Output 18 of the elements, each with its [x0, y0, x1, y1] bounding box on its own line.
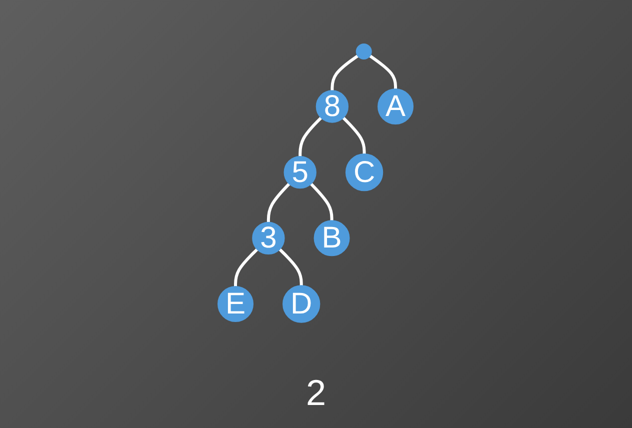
node-caption: 2: [306, 372, 326, 415]
node-circle: [356, 43, 372, 60]
node-circle: B: [314, 220, 350, 256]
connector: [279, 248, 304, 286]
connector: [342, 116, 366, 154]
node-circle: 3: [252, 222, 286, 254]
node-circle: A: [378, 88, 414, 124]
node-circle: D: [282, 284, 321, 323]
node-circle: E: [218, 286, 254, 322]
connector: [234, 248, 259, 286]
connector: [267, 182, 291, 222]
node-circle: 8: [316, 90, 349, 123]
connector: [310, 182, 334, 220]
node-circle: C: [346, 153, 384, 191]
connector: [370, 54, 398, 89]
connector: [299, 116, 323, 156]
node-circle: 5: [284, 156, 317, 188]
connector: [331, 54, 360, 90]
